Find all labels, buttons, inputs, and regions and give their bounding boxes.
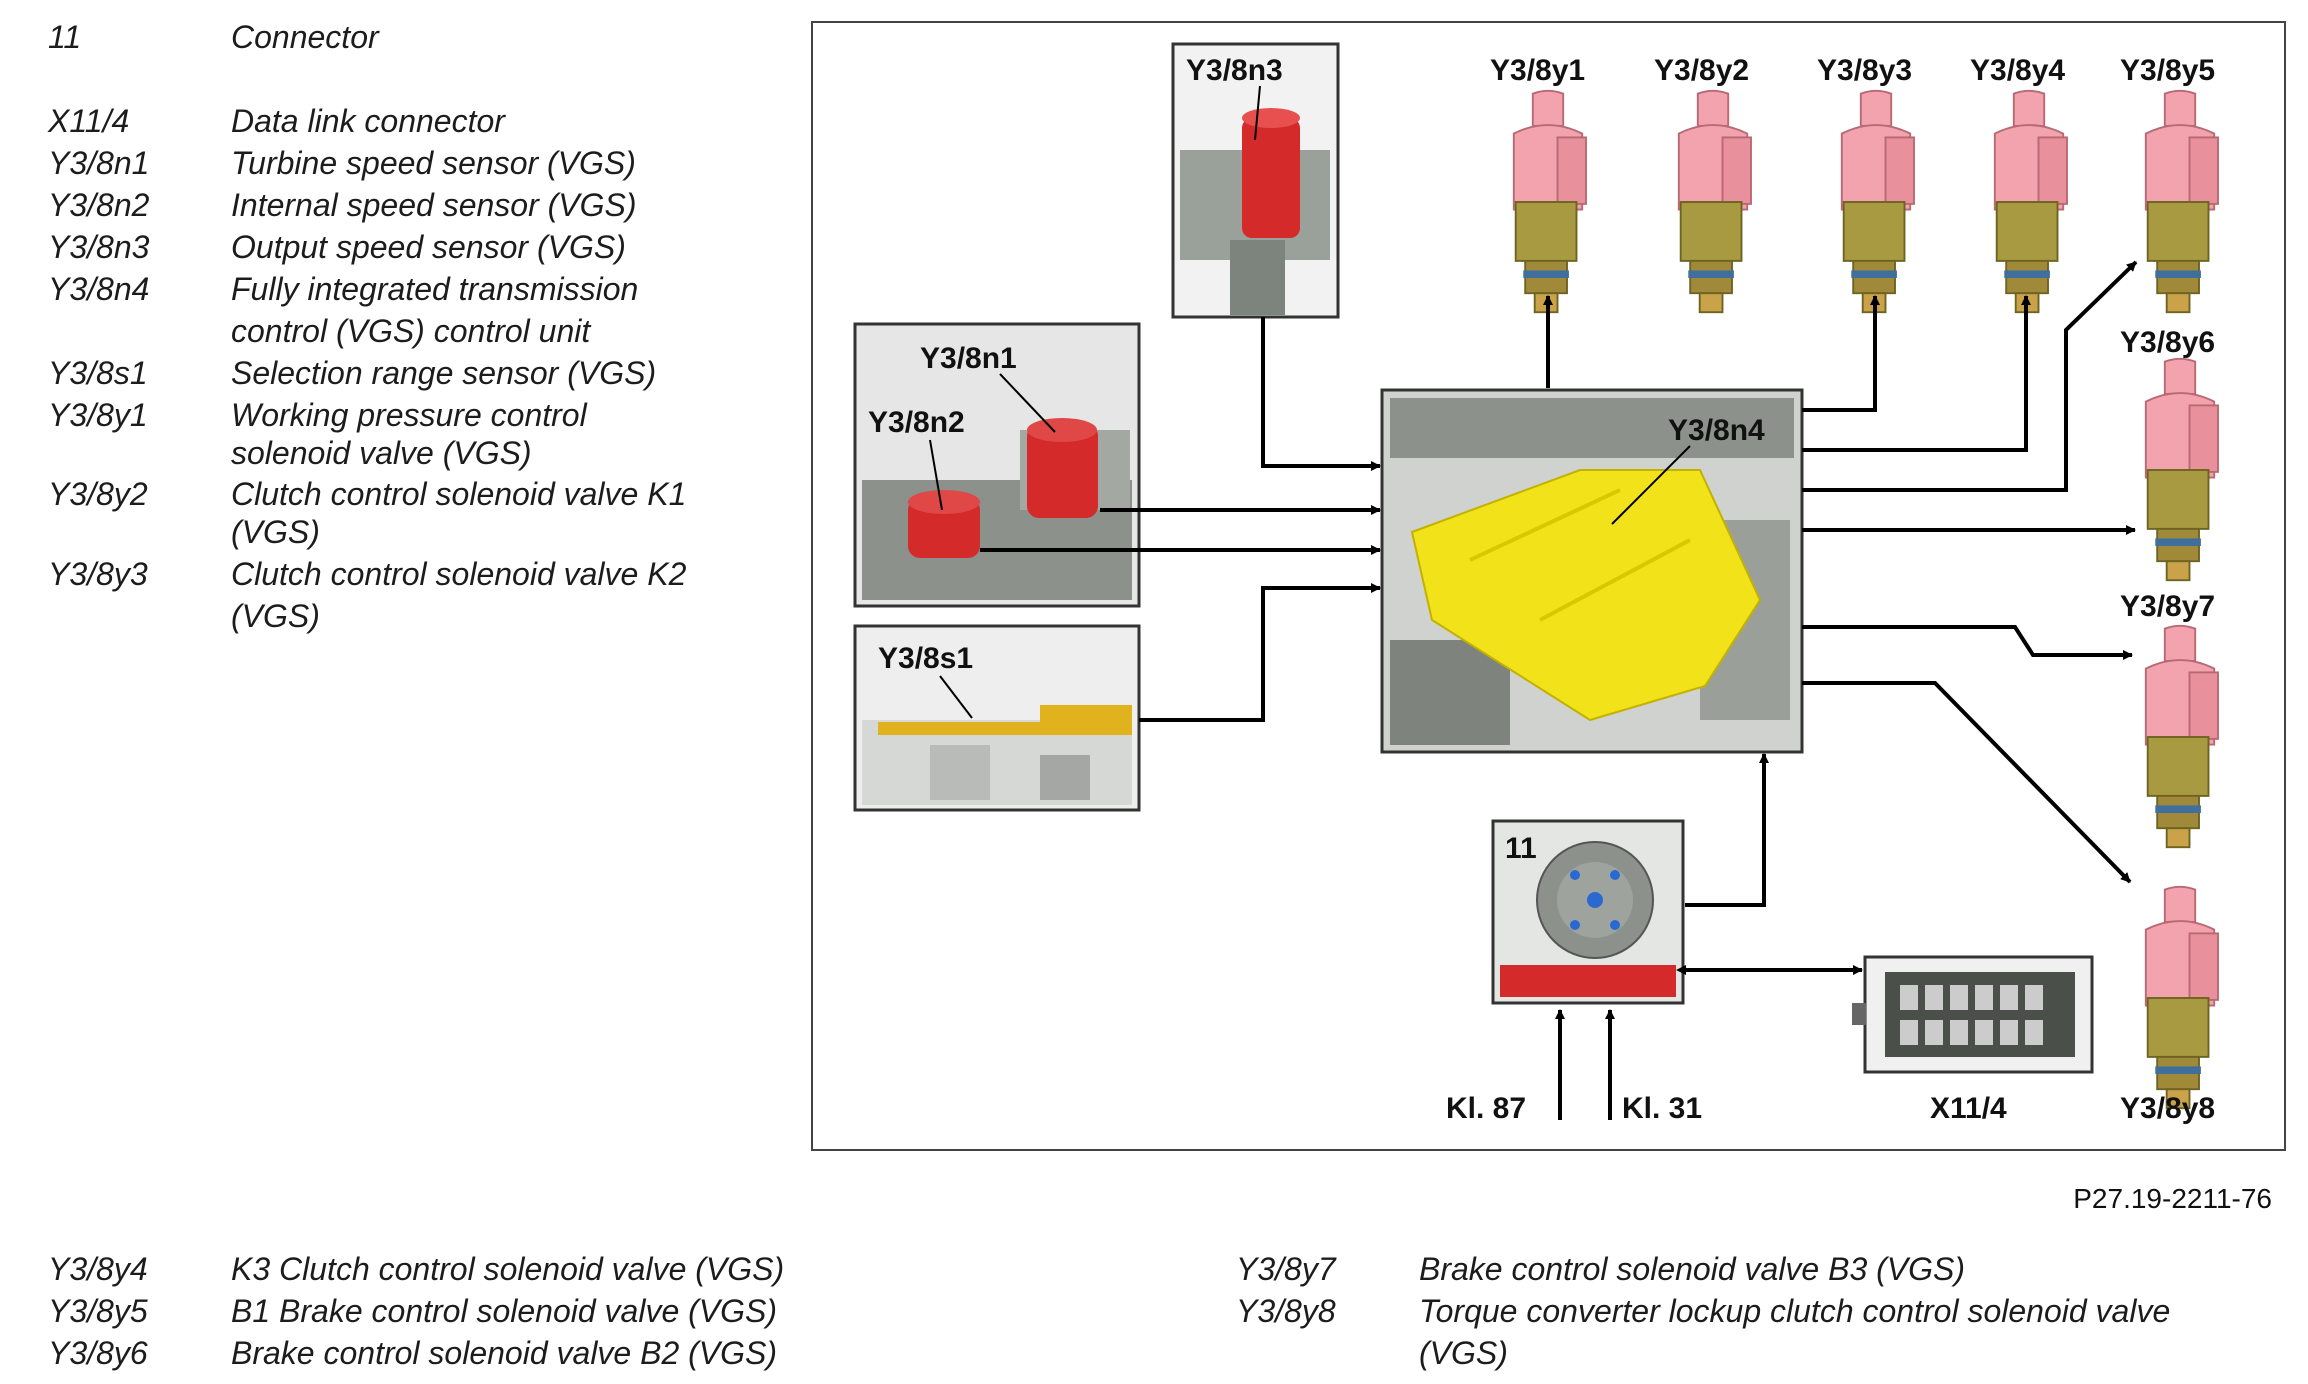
legend-desc: Output speed sensor (VGS) xyxy=(231,229,626,265)
legend-code: Y3/8y4 xyxy=(48,1251,148,1287)
legend-desc: (VGS) xyxy=(1419,1335,1508,1371)
output-speed-sensor-image xyxy=(1171,42,1340,319)
legend-code: Y3/8y1 xyxy=(48,397,148,433)
legend-code: Y3/8y7 xyxy=(1236,1251,1336,1287)
legend-code: X11/4 xyxy=(48,103,130,139)
legend-desc: (VGS) xyxy=(231,514,320,550)
legend-desc: Internal speed sensor (VGS) xyxy=(231,187,637,223)
signal-arrows xyxy=(980,260,2138,1120)
label-kl-31: Kl. 31 xyxy=(1622,1092,1702,1125)
turbine-internal-speed-sensors-image xyxy=(853,322,1141,608)
legend-desc: Clutch control solenoid valve K1 xyxy=(231,476,687,512)
label-y3-8n2: Y3/8n2 xyxy=(868,406,965,439)
legend-desc: (VGS) xyxy=(231,598,320,634)
label-y3-8y3: Y3/8y3 xyxy=(1817,54,1912,87)
legend-desc: B1 Brake control solenoid valve (VGS) xyxy=(231,1293,778,1329)
pointer-n1 xyxy=(999,373,1056,433)
label-y3-8n1: Y3/8n1 xyxy=(920,342,1017,375)
legend-desc: Working pressure control xyxy=(231,397,587,433)
legend-code: Y3/8n2 xyxy=(48,187,150,223)
label-y3-8y5: Y3/8y5 xyxy=(2120,54,2215,87)
connector-11-image xyxy=(1491,819,1685,1005)
legend-code: Y3/8y8 xyxy=(1236,1293,1336,1329)
legend-desc: Fully integrated transmission xyxy=(231,271,639,307)
legend-desc: Clutch control solenoid valve K2 xyxy=(231,556,687,592)
legend-desc: solenoid valve (VGS) xyxy=(231,435,532,471)
legend-desc: control (VGS) control unit xyxy=(231,313,591,349)
legend-desc: Selection range sensor (VGS) xyxy=(231,355,657,391)
legend-code: Y3/8n4 xyxy=(48,271,150,307)
legend-desc: Data link connector xyxy=(231,103,505,139)
label-y3-8y2: Y3/8y2 xyxy=(1654,54,1749,87)
label-y3-8y4: Y3/8y4 xyxy=(1970,54,2065,87)
legend-desc: Turbine speed sensor (VGS) xyxy=(231,145,636,181)
label-y3-8y8: Y3/8y8 xyxy=(2120,1092,2215,1125)
pointer-n4 xyxy=(1611,445,1691,525)
legend-code: Y3/8s1 xyxy=(48,355,148,391)
legend-desc: Torque converter lockup clutch control s… xyxy=(1419,1293,2171,1329)
legend-desc: Connector xyxy=(231,19,379,55)
legend-desc: K3 Clutch control solenoid valve (VGS) xyxy=(231,1251,785,1287)
legend-desc: Brake control solenoid valve B2 (VGS) xyxy=(231,1335,778,1371)
label-y3-8y6: Y3/8y6 xyxy=(2120,326,2215,359)
label-x11-4: X11/4 xyxy=(1930,1092,2007,1125)
pointer-s1 xyxy=(939,675,973,719)
legend-code: Y3/8y2 xyxy=(48,476,148,512)
data-link-connector-image xyxy=(1852,955,2094,1074)
legend-code: 11 xyxy=(48,19,82,55)
legend-code: Y3/8n1 xyxy=(48,145,150,181)
label-y3-8s1: Y3/8s1 xyxy=(878,642,973,675)
pointer-n2 xyxy=(929,439,943,511)
control-unit-image xyxy=(1380,388,1804,754)
figure-reference: P27.19-2211-76 xyxy=(2073,1183,2272,1214)
pointer-n3 xyxy=(1254,85,1261,141)
label-y3-8n3: Y3/8n3 xyxy=(1186,54,1283,87)
legend-code: Y3/8y6 xyxy=(48,1335,148,1371)
label-y3-8n4: Y3/8n4 xyxy=(1668,414,1765,447)
label-connector-11: 11 xyxy=(1505,832,1537,865)
label-y3-8y1: Y3/8y1 xyxy=(1490,54,1585,87)
label-y3-8y7: Y3/8y7 xyxy=(2120,590,2215,623)
legend-desc: Brake control solenoid valve B3 (VGS) xyxy=(1419,1251,1966,1287)
legend-code: Y3/8n3 xyxy=(48,229,150,265)
label-kl-87: Kl. 87 xyxy=(1446,1092,1526,1125)
legend-code: Y3/8y5 xyxy=(48,1293,148,1329)
legend-code: Y3/8y3 xyxy=(48,556,148,592)
